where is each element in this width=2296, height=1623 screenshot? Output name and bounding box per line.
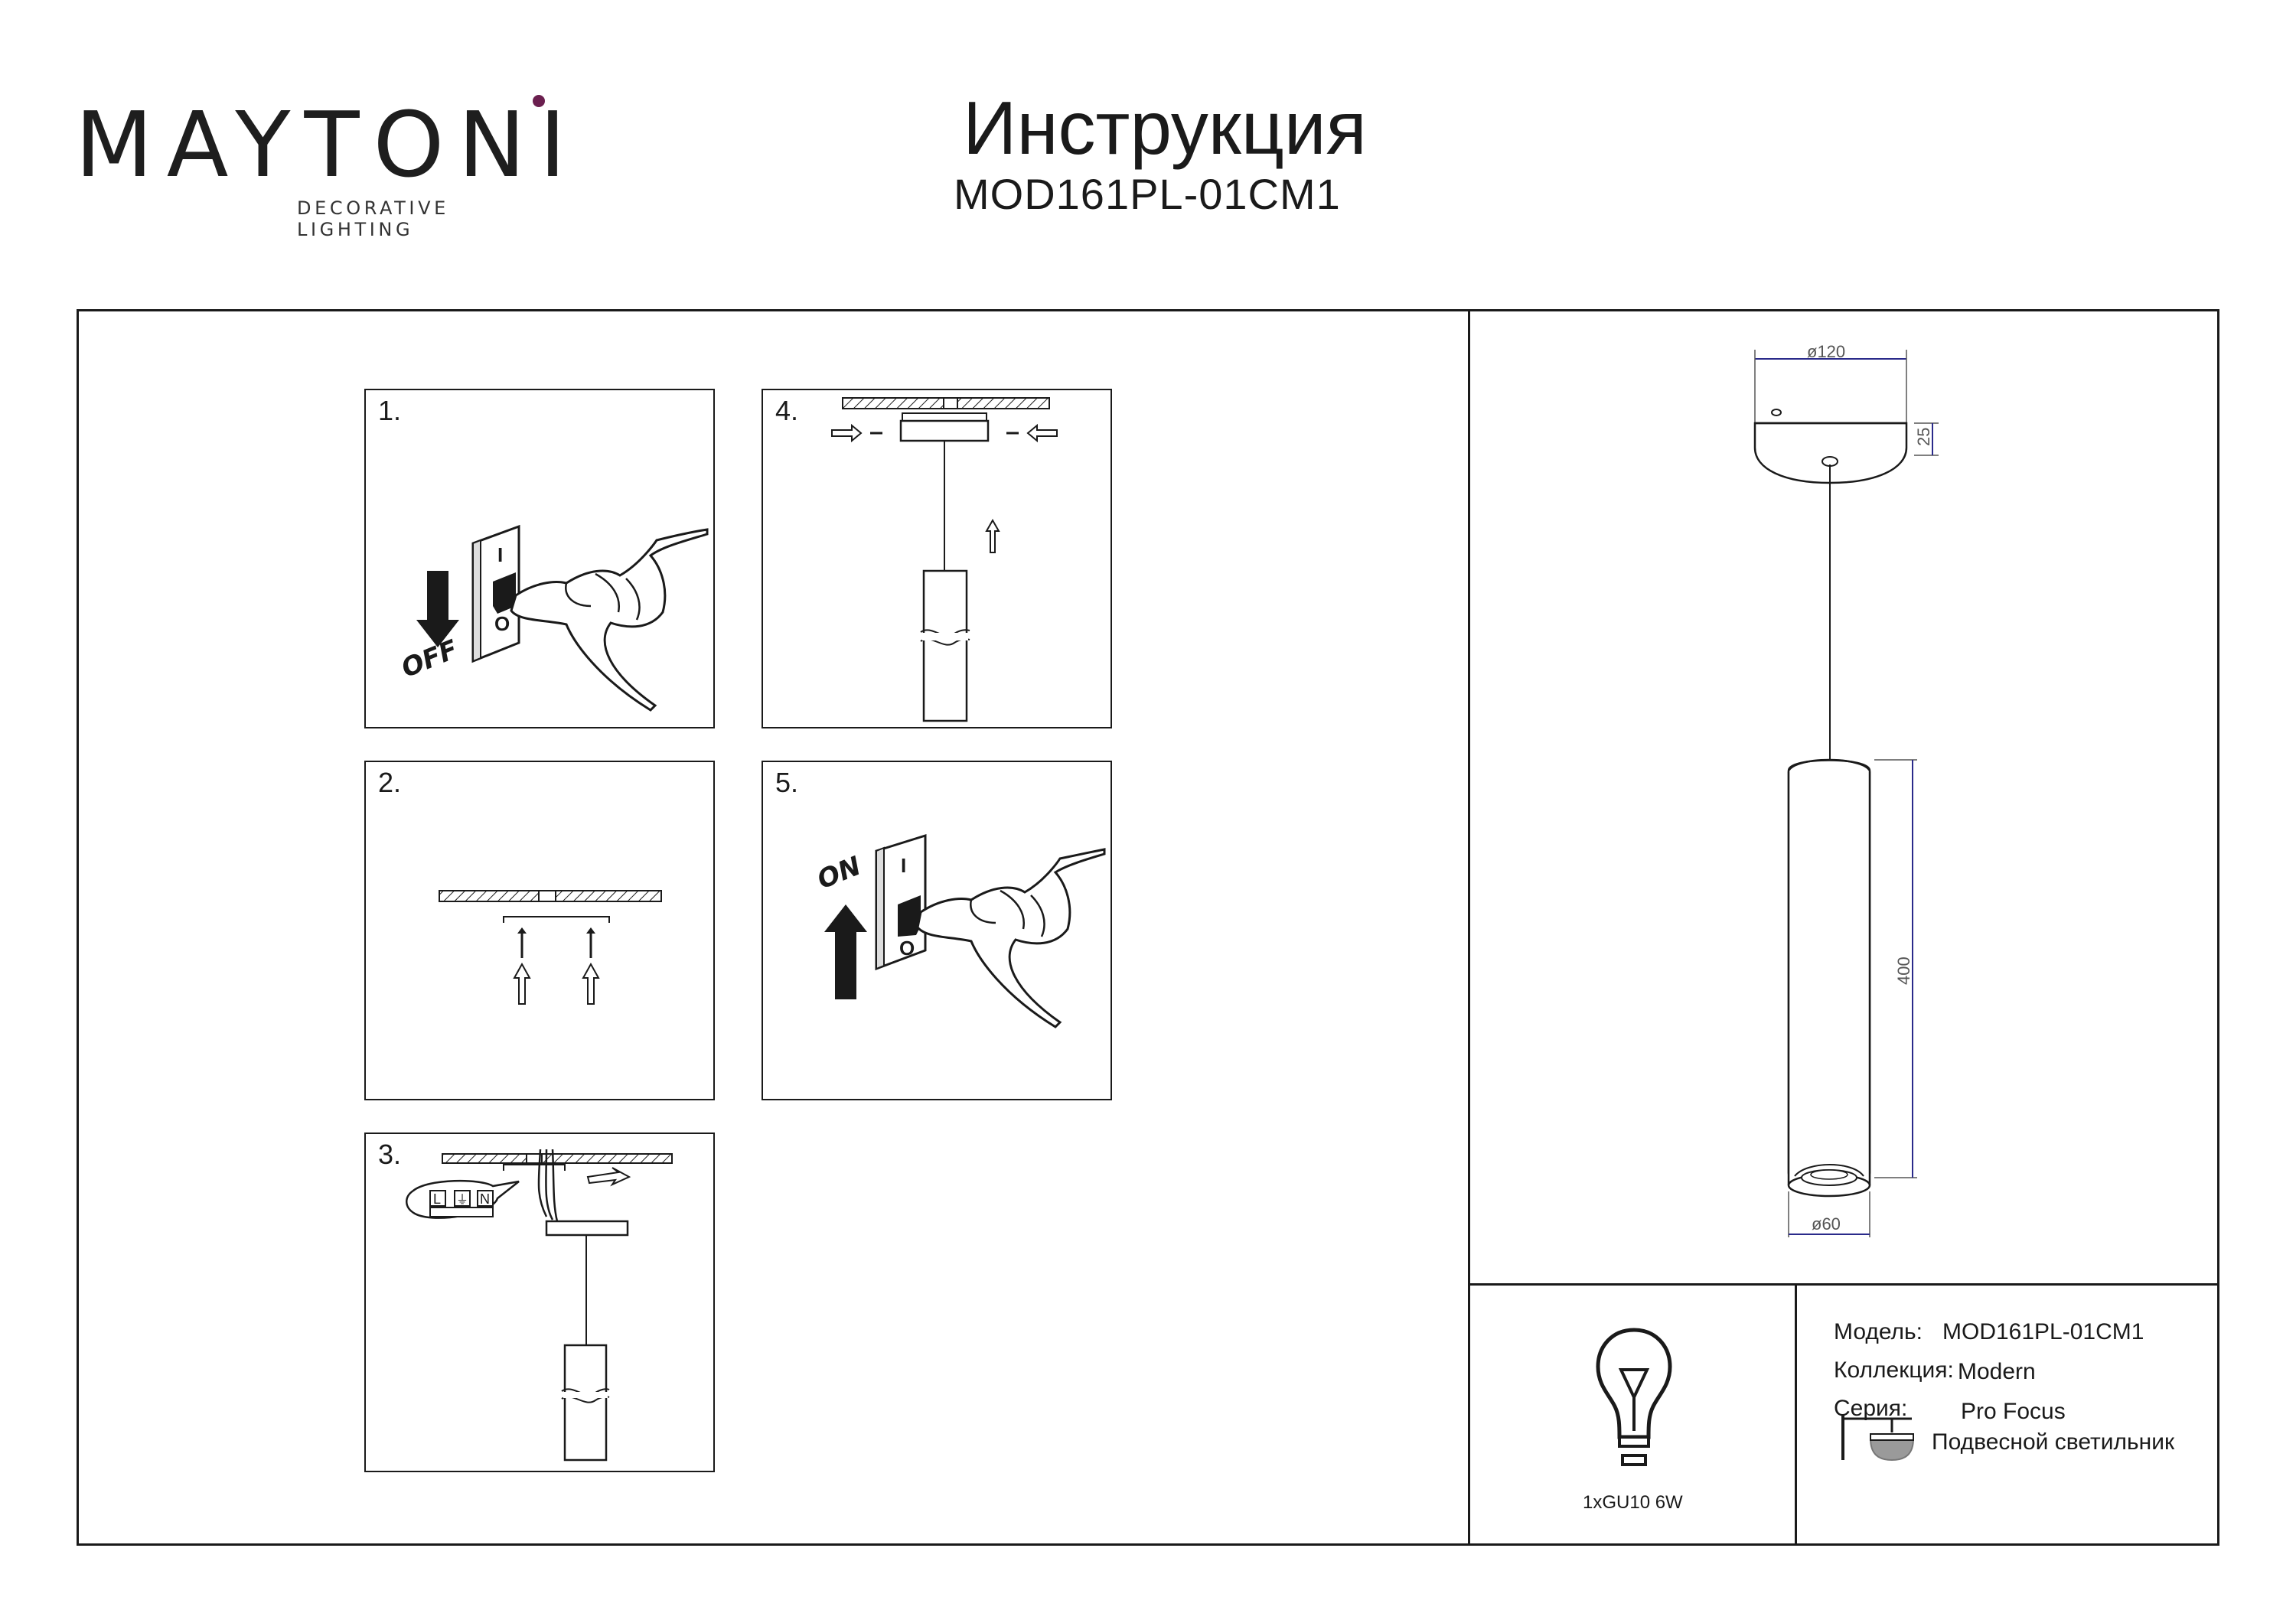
arrow-up-icon xyxy=(824,904,867,999)
light-bulb-icon xyxy=(1596,1328,1672,1466)
model-code: MOD161PL-01CM1 xyxy=(954,170,1341,218)
body-diameter-label: ø60 xyxy=(1812,1214,1841,1234)
brand-logo: MAYTONI DECORATIVE LIGHTING xyxy=(75,92,580,240)
switch-hand-icon: OFF I O xyxy=(397,524,709,712)
step-panel-4: 4. xyxy=(762,389,1112,728)
brand-tagline: DECORATIVE LIGHTING xyxy=(297,197,449,240)
series-value: Pro Focus xyxy=(1961,1399,2066,1424)
arrow-left-icon xyxy=(1026,423,1058,443)
switch-hand-icon: ON I O xyxy=(813,833,1106,1028)
dimension-drawing: ø120 25 400 ø60 xyxy=(1753,342,1939,1237)
collection-value: Modern xyxy=(1958,1359,2036,1384)
switch-top-label: I xyxy=(497,543,503,566)
install-pendant-icon xyxy=(831,397,1058,722)
step-number: 5. xyxy=(775,767,799,798)
screw-icon xyxy=(517,927,595,958)
step-number: 3. xyxy=(378,1139,402,1170)
on-label: ON xyxy=(813,851,865,896)
arrow-left-icon xyxy=(586,1167,631,1187)
collection-label: Коллекция: xyxy=(1834,1357,1954,1383)
product-type: Подвесной светильник xyxy=(1932,1429,2175,1455)
step-panel-5: 5. ON I O xyxy=(762,761,1112,1100)
pendant-lamp-icon xyxy=(1841,1416,1915,1462)
wiring-icon: L ⏚ N xyxy=(406,1149,673,1462)
switch-bottom-label: O xyxy=(899,937,915,960)
lamp-caption: 1xGU10 6W xyxy=(1583,1492,1683,1513)
arrow-up-icon xyxy=(513,962,600,1005)
canopy-diameter-label: ø120 xyxy=(1807,342,1845,361)
arrow-up-icon xyxy=(985,518,1000,553)
model-label: Модель: xyxy=(1834,1319,1923,1344)
content-frame xyxy=(77,309,2219,1546)
series-label: Серия: xyxy=(1834,1396,1908,1421)
frame-divider-horizontal xyxy=(1468,1283,2219,1286)
terminal-n: N xyxy=(480,1191,490,1207)
off-label: OFF xyxy=(397,634,462,684)
step-panel-1: 1. OFF I O xyxy=(364,389,715,728)
canopy-height-label: 25 xyxy=(1914,428,1933,446)
arrow-right-icon xyxy=(831,423,863,443)
ceiling-mount-icon xyxy=(439,890,662,1005)
step-number: 4. xyxy=(775,395,799,426)
page-title: Инструкция xyxy=(963,86,1367,170)
model-value: MOD161PL-01CM1 xyxy=(1942,1319,2144,1344)
info-divider-vertical xyxy=(1795,1283,1797,1546)
step-number: 2. xyxy=(378,767,402,798)
logo-dot xyxy=(533,95,545,107)
terminal-earth: ⏚ xyxy=(456,1193,468,1207)
switch-top-label: I xyxy=(901,854,906,877)
switch-bottom-label: O xyxy=(494,612,510,635)
step-panel-2: 2. xyxy=(364,761,715,1100)
step-panel-3: 3. L ⏚ N xyxy=(364,1133,715,1472)
brand-name: MAYTONI xyxy=(75,92,580,197)
terminal-l: L xyxy=(433,1191,441,1207)
step-number: 1. xyxy=(378,395,402,426)
frame-divider-vertical xyxy=(1468,309,1470,1546)
body-length-label: 400 xyxy=(1894,957,1913,985)
